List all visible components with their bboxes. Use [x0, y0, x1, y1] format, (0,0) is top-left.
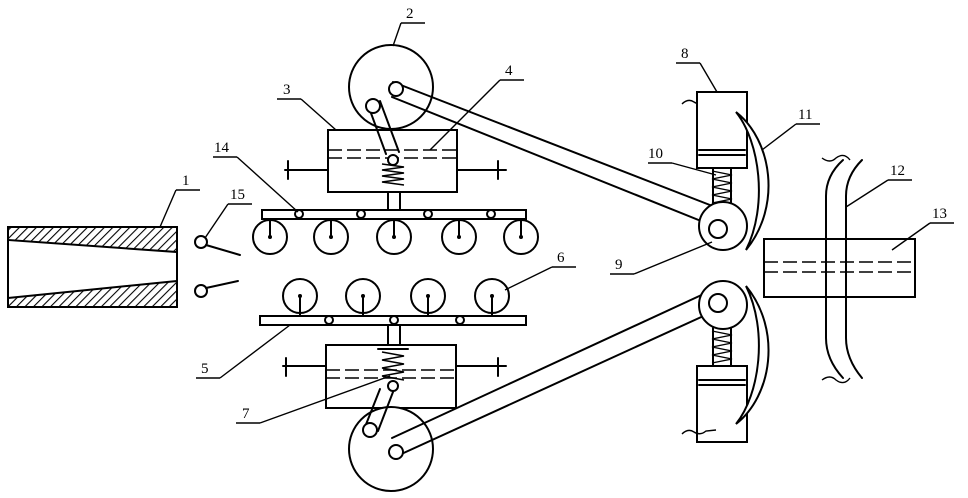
drum	[764, 239, 915, 297]
label-7: 7	[242, 406, 250, 422]
label-11: 11	[798, 107, 812, 123]
label-1: 1	[182, 173, 190, 189]
label-8: 8	[681, 46, 689, 62]
upper-cutter-mechanism	[682, 92, 769, 250]
upper-roller-beam	[253, 210, 538, 254]
label-13: 13	[932, 206, 947, 222]
label-14: 14	[214, 140, 230, 156]
label-15: 15	[230, 187, 245, 203]
label-9: 9	[615, 257, 623, 273]
label-3: 3	[283, 82, 291, 98]
label-10: 10	[648, 146, 663, 162]
label-12: 12	[890, 163, 905, 179]
lower-rollers	[283, 279, 509, 316]
label-5: 5	[201, 361, 209, 377]
label-2: 2	[406, 6, 414, 22]
label-4: 4	[505, 63, 513, 79]
label-6: 6	[557, 250, 565, 266]
lower-roller-beam	[260, 279, 526, 325]
nozzle-barrel	[8, 227, 177, 307]
upper-rollers	[253, 219, 538, 254]
lower-cutter-mechanism	[682, 281, 769, 442]
flap-pivots	[195, 236, 240, 297]
